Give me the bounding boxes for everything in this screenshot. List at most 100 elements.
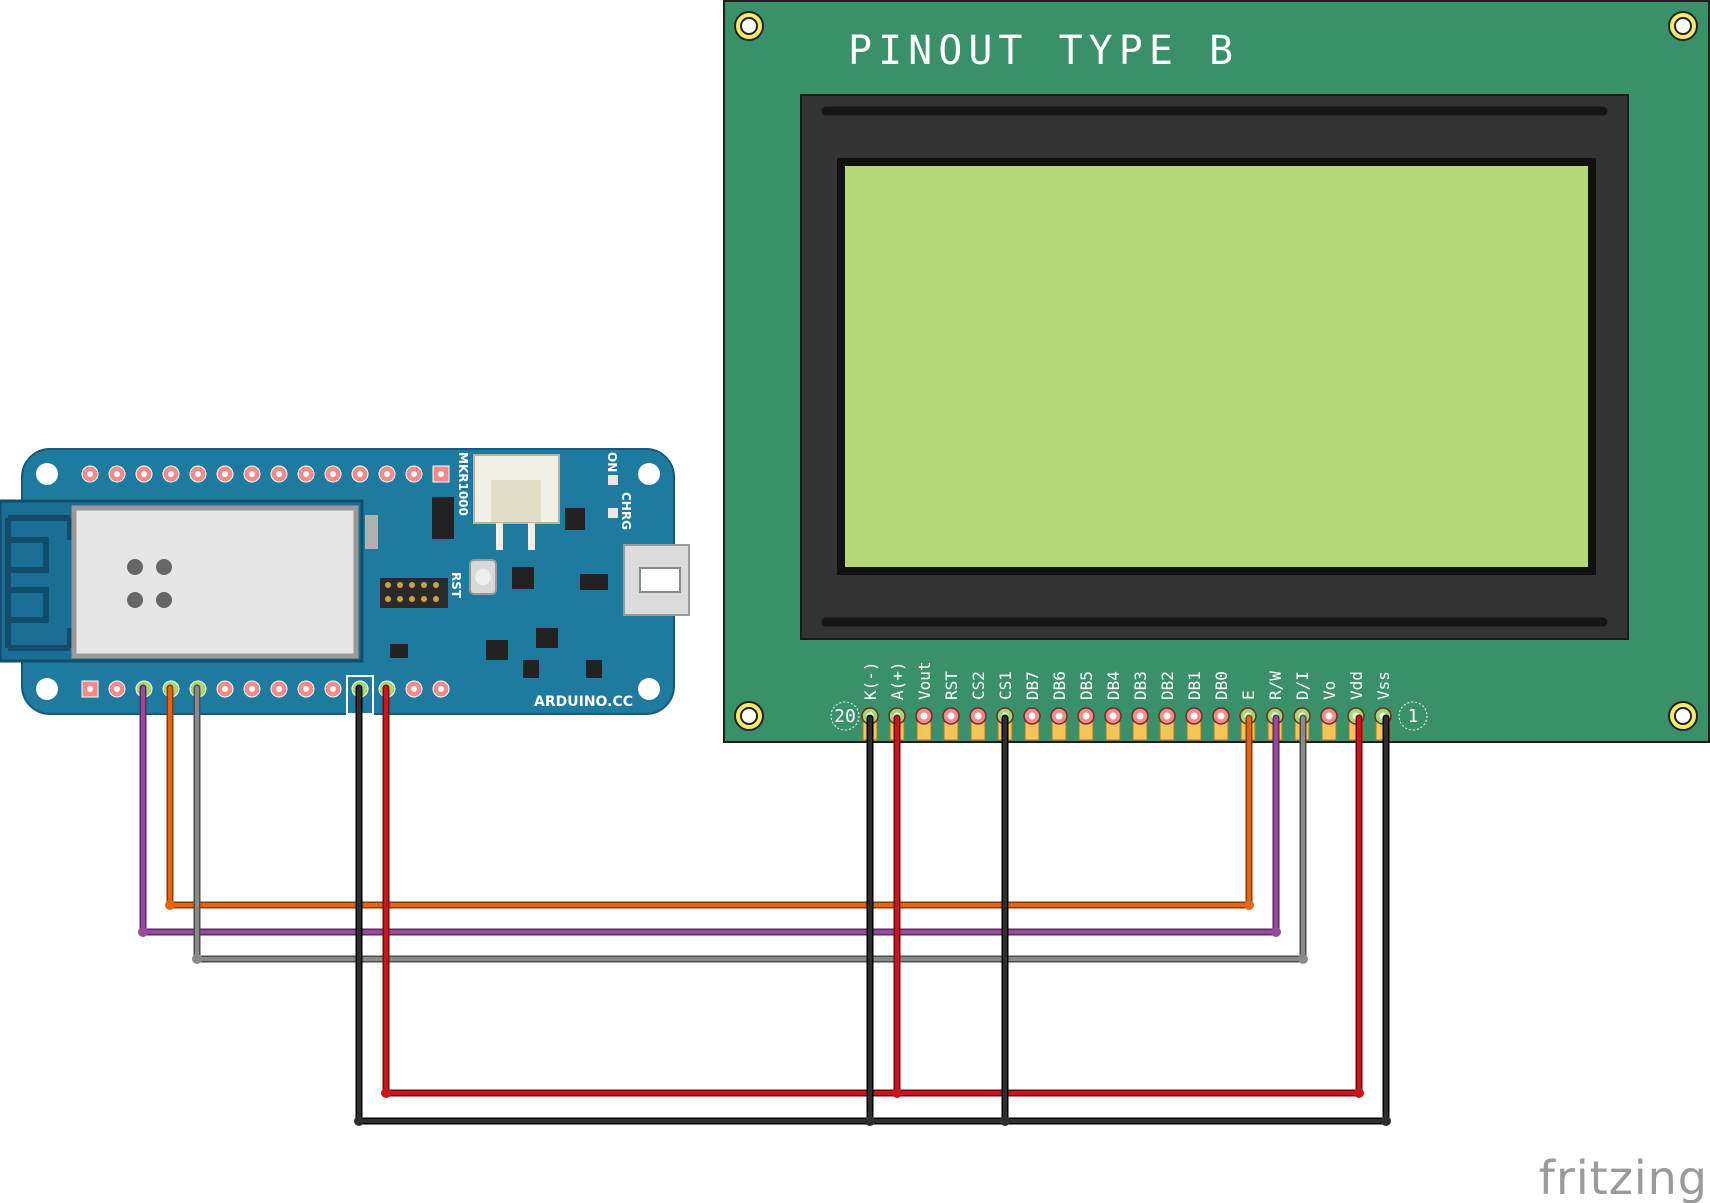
ic-chip — [536, 628, 558, 648]
shield-dot-icon — [127, 592, 143, 608]
battery-connector-pin — [496, 523, 503, 550]
board-on-label: ON — [605, 452, 619, 472]
junction-dot — [865, 1116, 875, 1126]
ic-chip — [580, 574, 608, 590]
lcd-pin-hole — [1028, 712, 1036, 720]
lcd-pin-hole — [1109, 712, 1117, 720]
wifi-module-shield — [71, 505, 359, 659]
board-pin-hole — [411, 686, 417, 692]
board-hole-icon — [36, 463, 58, 485]
lcd-pin-label: DB2 — [1158, 671, 1177, 700]
lcd-pin-label: DB5 — [1077, 671, 1096, 700]
junction-dot — [381, 1088, 391, 1098]
mounting-hole-inner — [740, 17, 758, 35]
pin-last-marker-circle — [1398, 701, 1428, 731]
board-pin-hole — [114, 471, 120, 477]
lcd-pin-hole — [1190, 712, 1198, 720]
reset-button-cap — [475, 569, 491, 585]
shield-dot-icon — [127, 559, 143, 575]
lcd-pin-first-marker: 20 — [834, 706, 856, 727]
junction-dot — [165, 900, 175, 910]
wire-junctions — [138, 900, 1391, 1126]
wires — [138, 684, 1391, 1126]
board-pin-hole — [141, 471, 147, 477]
fritzing-watermark: fritzing — [1539, 1151, 1708, 1203]
ic-chip — [565, 508, 585, 530]
header-pin-dot — [409, 596, 415, 602]
header-pin-dot — [385, 582, 391, 588]
lcd-pin-label: DB6 — [1050, 671, 1069, 700]
wire-purple-rw-fill — [141, 686, 1278, 934]
junction-dot — [1244, 900, 1254, 910]
lcd-pin-label: DB7 — [1023, 671, 1042, 700]
lcd-pin-hole — [1163, 712, 1171, 720]
lcd-pin-label: Vdd — [1347, 671, 1366, 700]
battery-connector-slot — [491, 480, 541, 522]
lcd-pin-last-marker: 1 — [1408, 706, 1419, 727]
board-pin-hole — [384, 471, 390, 477]
usb-port-opening — [639, 567, 681, 593]
component-small — [365, 515, 378, 549]
board-pin-hole — [249, 471, 255, 477]
board-reset-label: RST — [449, 572, 463, 599]
lcd-pin-hole — [1136, 712, 1144, 720]
board-brand-label: ARDUINO.CC — [534, 694, 633, 710]
board-pin-hole — [87, 686, 93, 692]
board-hole-icon — [638, 678, 660, 700]
lcd-pin-label: R/W — [1266, 671, 1285, 700]
lcd-pin-label: CS2 — [969, 671, 988, 700]
board-charge-label: CHRG — [619, 492, 633, 530]
board-pin-hole — [330, 471, 336, 477]
board-pin-hole — [222, 471, 228, 477]
ic-chip — [486, 640, 508, 660]
ic-chip — [390, 644, 408, 658]
mounting-hole-inner — [1674, 17, 1692, 35]
board-pin-hole — [222, 686, 228, 692]
junction-dot — [1000, 1116, 1010, 1126]
board-pin-hole — [168, 471, 174, 477]
lcd-pin-label: DB3 — [1131, 671, 1150, 700]
board-pin-hole — [303, 686, 309, 692]
pin-first-marker-circle — [830, 701, 860, 731]
ic-chip — [380, 578, 448, 608]
junction-dot — [138, 927, 148, 937]
junction-dot — [1298, 954, 1308, 964]
lcd-pin-hole — [1217, 712, 1225, 720]
lcd-pin-label: D/I — [1293, 671, 1312, 700]
lcd-pin-label: A(+) — [888, 661, 907, 700]
wire-gray-di-fill — [195, 686, 1305, 961]
board-top-pin-row — [81, 465, 450, 483]
ic-chip — [432, 497, 454, 539]
lcd-pin-hole — [920, 712, 928, 720]
lcd-pin-label: E — [1239, 690, 1258, 700]
status-led-on — [608, 475, 618, 485]
lcd-pin-label: DB4 — [1104, 671, 1123, 700]
lcd-pin-label: CS1 — [996, 671, 1015, 700]
board-hole-icon — [638, 463, 660, 485]
lcd-pin-label: DB1 — [1185, 671, 1204, 700]
lcd-mounting-holes — [734, 11, 1698, 731]
board-pin-hole — [303, 471, 309, 477]
board-pin-hole — [249, 686, 255, 692]
spi-header — [385, 582, 439, 602]
board-pin-hole — [276, 686, 282, 692]
shield-dot-icon — [156, 592, 172, 608]
status-led-chrg — [608, 508, 618, 518]
lcd-pin-hole — [974, 712, 982, 720]
header-pin-dot — [397, 582, 403, 588]
junction-dot — [192, 954, 202, 964]
header-pin-dot — [397, 596, 403, 602]
junction-dot — [1381, 1116, 1391, 1126]
lcd-pin-label: Vo — [1320, 681, 1339, 700]
header-pin-dot — [409, 582, 415, 588]
shield-dot-icon — [156, 559, 172, 575]
lcd-pin-label: Vout — [915, 661, 934, 700]
board-pin-hole — [87, 471, 93, 477]
antenna-trace-icon — [5, 515, 73, 651]
junction-dot — [1271, 927, 1281, 937]
header-pin-dot — [421, 582, 427, 588]
lcd-pin-hole — [947, 712, 955, 720]
wire-orange-e-fill — [168, 686, 1251, 907]
